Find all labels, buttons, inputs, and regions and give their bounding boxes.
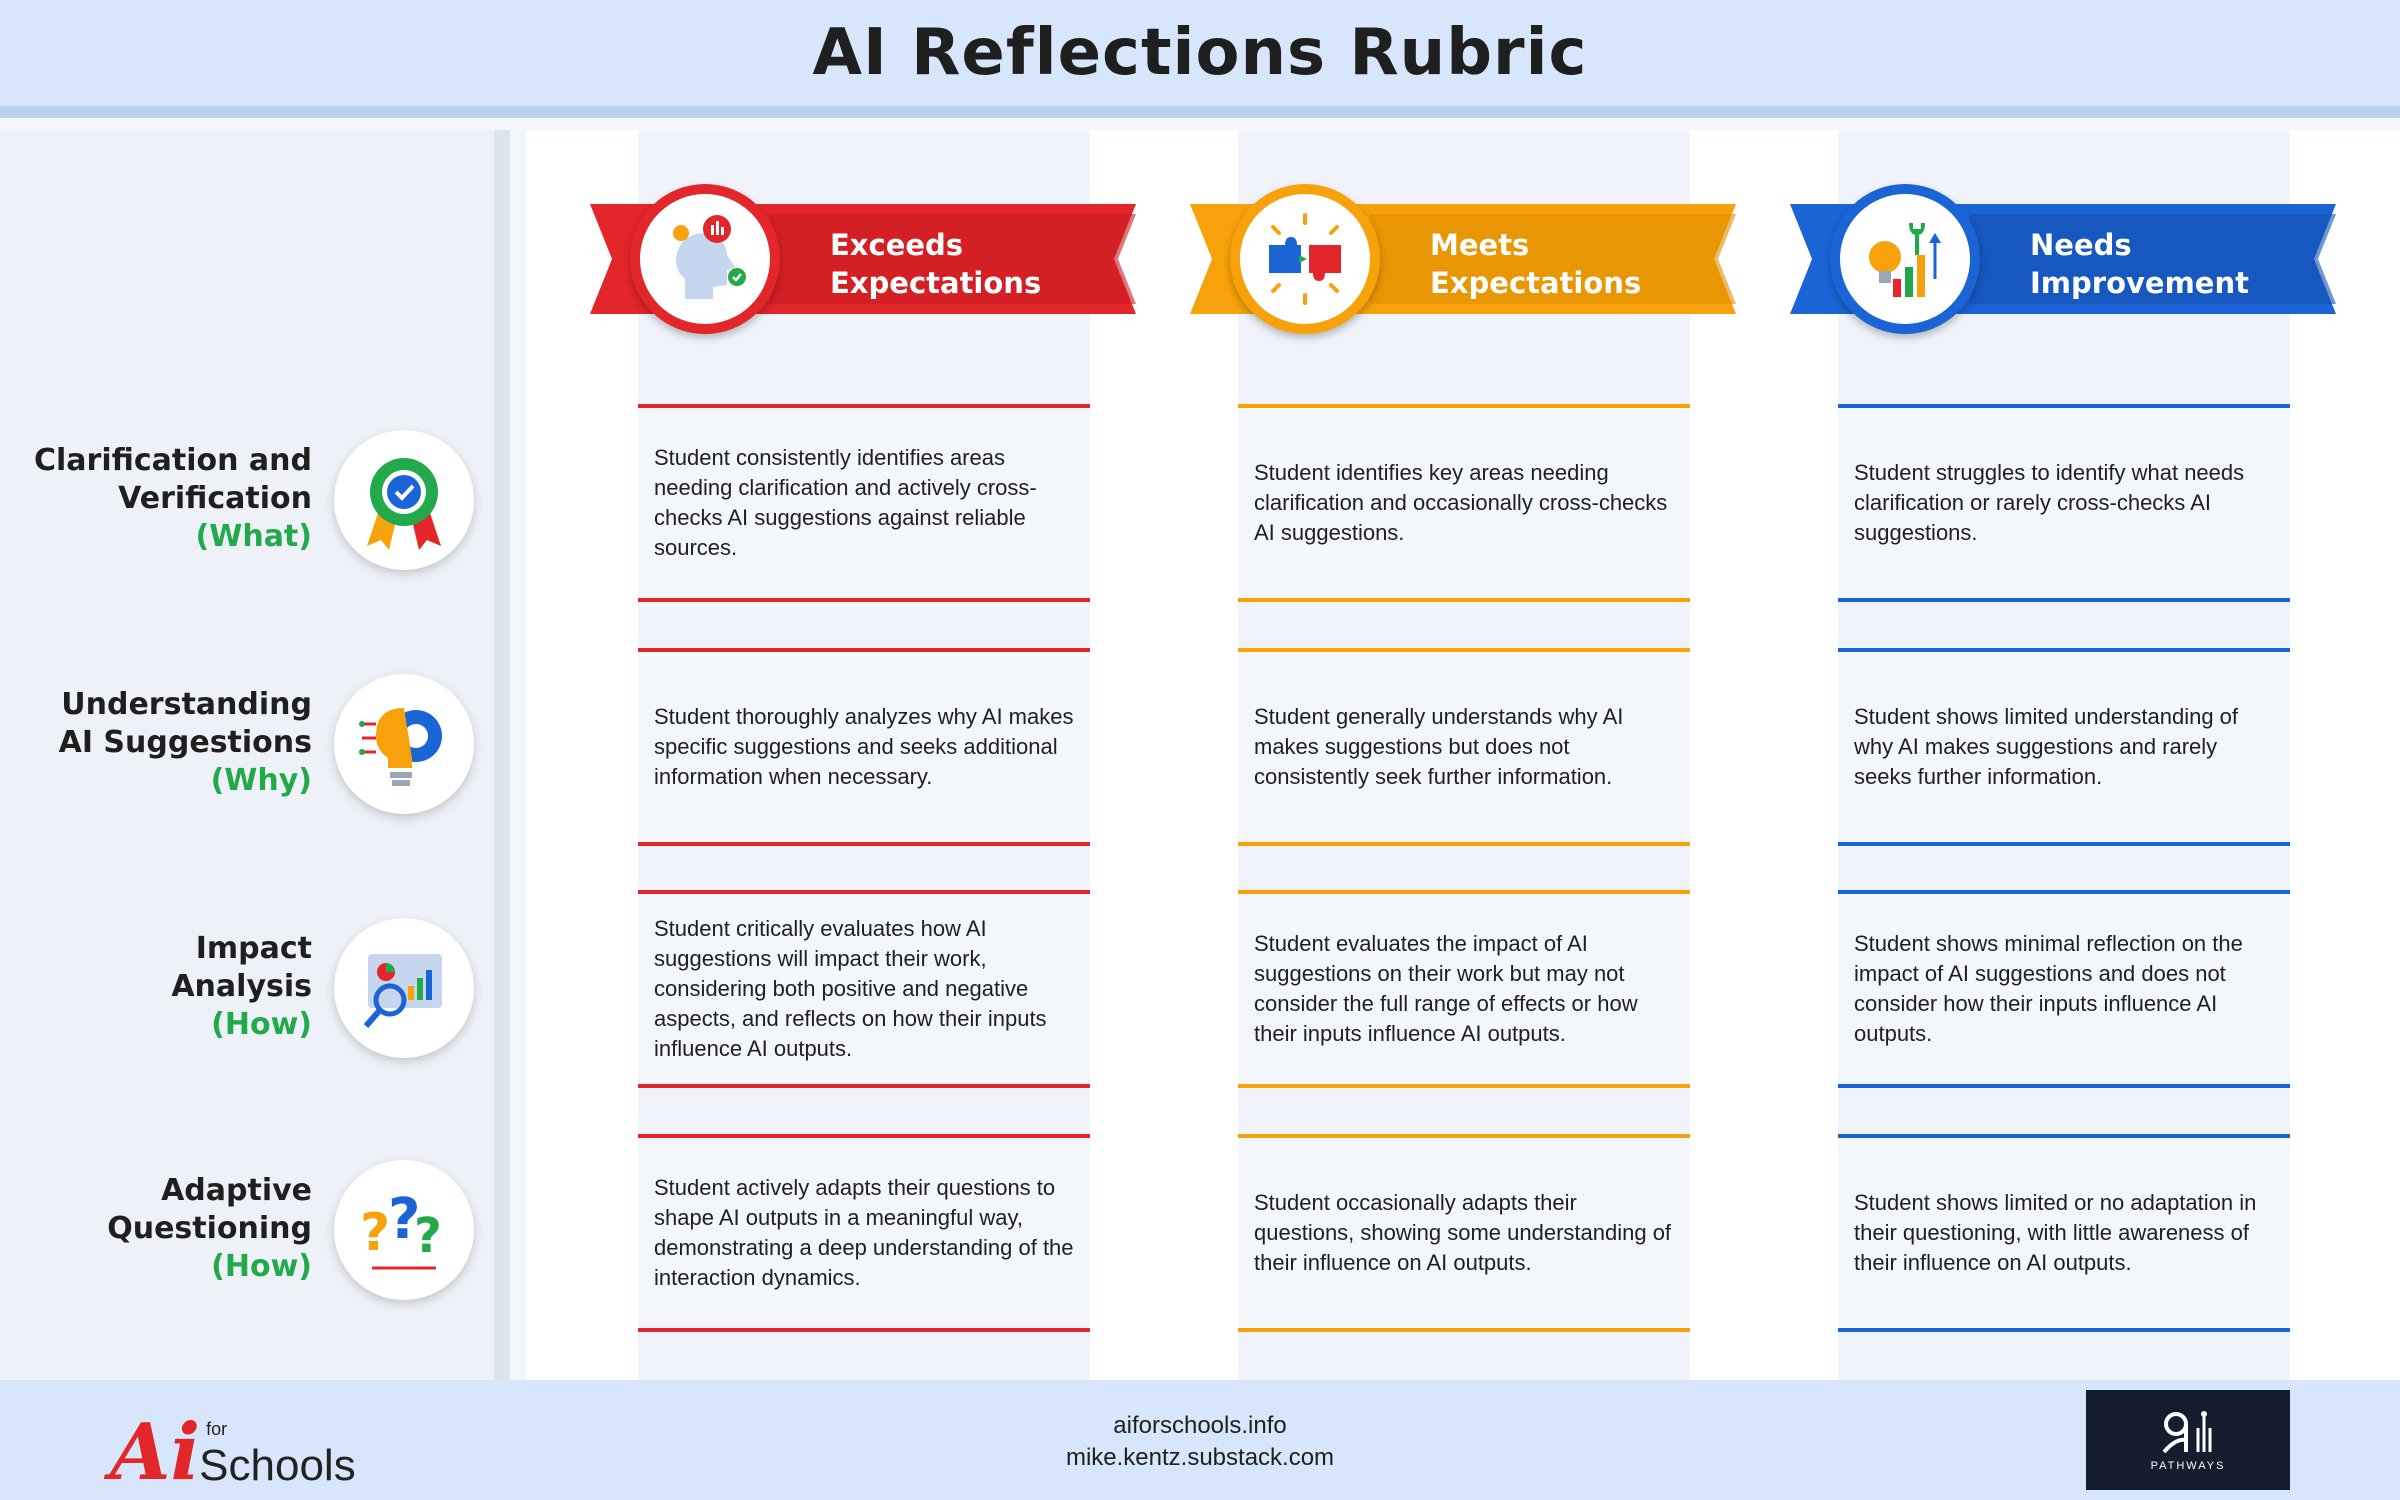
rubric-cell-meets: Student evaluates the impact of AI sugge… <box>1238 890 1690 1088</box>
rubric-cell-needs: Student shows limited understanding of w… <box>1838 648 2290 846</box>
puzzle-icon <box>1230 184 1380 334</box>
substack-link[interactable]: mike.kentz.substack.com <box>1065 1444 1335 1471</box>
header: AI Reflections Rubric <box>0 0 2400 118</box>
pathways-logo: PATHWAYS <box>2086 1390 2290 1490</box>
criterion-label-adaptive: Adaptive Questioning (How) <box>20 1172 312 1286</box>
footer: Ai for Schools aiforschools.info mike.ke… <box>0 1380 2400 1500</box>
rubric-cell-needs: Student shows minimal reflection on the … <box>1838 890 2290 1088</box>
rubric-cell-exceeds: Student actively adapts their questions … <box>638 1134 1090 1332</box>
question-tag: (How) <box>211 1249 312 1284</box>
page-title: AI Reflections Rubric <box>812 16 1588 90</box>
rubric-cell-exceeds: Student critically evaluates how AI sugg… <box>638 890 1090 1088</box>
rubric-cell-meets: Student generally understands why AI mak… <box>1238 648 1690 846</box>
level-label: Meets Expectations <box>1430 228 1642 300</box>
footer-links: aiforschools.info mike.kentz.substack.co… <box>1000 1410 1400 1474</box>
lightbulb-gear-icon <box>334 674 474 814</box>
pathways-mark-icon <box>2162 1411 2212 1454</box>
rubric-cell-exceeds: Student thoroughly analyzes why AI makes… <box>638 648 1090 846</box>
criterion-label-impact: Impact Analysis (How) <box>20 930 312 1044</box>
svg-text:?: ? <box>414 1208 442 1264</box>
question-marks-icon: ? ? ? <box>334 1160 474 1300</box>
rubric-cell-needs: Student shows limited or no adaptation i… <box>1838 1134 2290 1332</box>
level-label: Exceeds Expectations <box>830 228 1042 300</box>
badge-check-icon <box>334 430 474 570</box>
rubric-cell-exceeds: Student consistently identifies areas ne… <box>638 404 1090 602</box>
svg-text:?: ? <box>388 1187 420 1252</box>
question-tag: (What) <box>195 519 312 554</box>
rubric-cell-needs: Student struggles to identify what needs… <box>1838 404 2290 602</box>
website-link[interactable]: aiforschools.info <box>1113 1412 1287 1439</box>
level-header-meets: Meets Expectations <box>1190 184 1736 334</box>
tools-icon <box>1830 184 1980 334</box>
criterion-label-clarification: Clarification and Verification (What) <box>20 442 312 556</box>
rubric-cell-meets: Student occasionally adapts their questi… <box>1238 1134 1690 1332</box>
svg-text:?: ? <box>360 1203 390 1263</box>
level-header-exceeds: Exceeds Expectations <box>590 184 1136 334</box>
rubric-cell-meets: Student identifies key areas needing cla… <box>1238 404 1690 602</box>
level-label: Needs Improvement <box>2030 228 2249 300</box>
criterion-label-understanding: Understanding AI Suggestions (Why) <box>20 686 312 800</box>
level-header-needs: Needs Improvement <box>1790 184 2336 334</box>
question-tag: (Why) <box>210 763 312 798</box>
ai-for-schools-logo: Ai for Schools <box>110 1407 356 1498</box>
question-tag: (How) <box>211 1007 312 1042</box>
ai-head-icon <box>630 184 780 334</box>
analytics-icon <box>334 918 474 1058</box>
